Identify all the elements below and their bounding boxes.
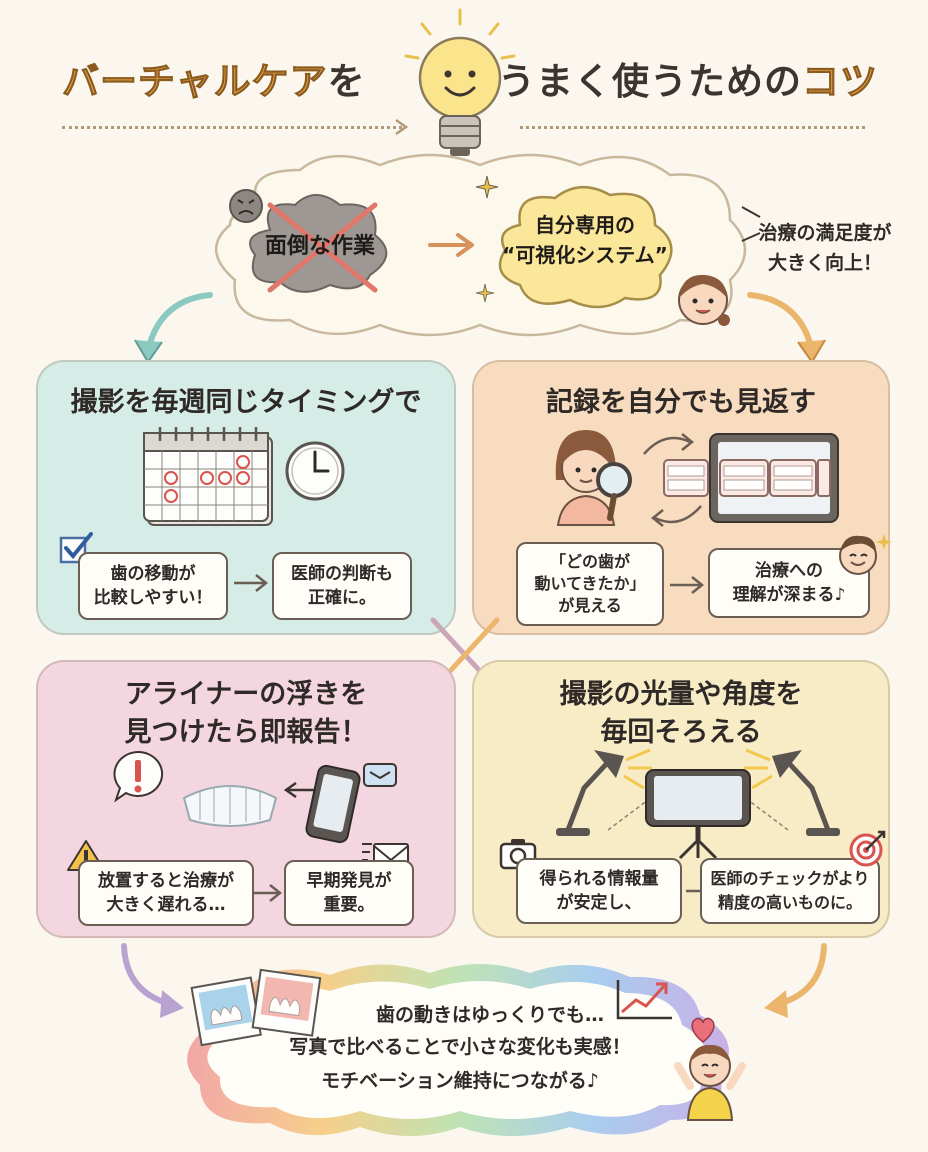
title-left: バーチャルケアを (62, 60, 412, 103)
note-understanding-text: 治療への 理解が深まる♪ (732, 561, 846, 605)
rainbow-cloud-icon (187, 964, 729, 1136)
note-stable-info-text: 得られる情報量 が安定し、 (539, 869, 659, 913)
chart-icon (616, 980, 672, 1020)
calendar-icon (143, 427, 273, 526)
title-right: うまく使うためのコツ (498, 60, 878, 103)
chevron-right-icon (395, 118, 409, 136)
heart-icon (691, 1017, 715, 1043)
title-dotline-right (520, 126, 865, 129)
title-accent-1: バーチャルケア (62, 60, 328, 103)
cheering-child-icon (674, 1044, 746, 1121)
note-compare-easy-text: 歯の移動が 比較しやすい！ (93, 564, 213, 608)
note-early-detection-text: 早期発見が 重要。 (306, 871, 392, 915)
lamp-icon-2 (744, 748, 840, 836)
title-particle: を (327, 60, 366, 103)
visualization-system-label: 自分専用の “可視化システム” (502, 213, 668, 267)
phone-icon (305, 764, 361, 844)
note-compare-easy: 歯の移動が 比較しやすい！ (78, 552, 228, 620)
note-see-which-teeth-text: 「どの歯が 動いてきたか」 が見える (534, 552, 646, 615)
arrow-to-bottom-left-icon (121, 943, 184, 1018)
panel-3-title: アライナーの浮きを 見つけたら即報告！ (124, 679, 368, 748)
phone-tripod-icon (645, 769, 751, 860)
title-accent-2: コツ (802, 60, 878, 103)
photo-setup-illustration (556, 748, 840, 860)
bottom-line-3: モチベーション維持につながる♪ (321, 1070, 599, 1092)
panel-4-title: 撮影の光量や角度を 毎回そろえる (559, 679, 803, 748)
target-icon (849, 830, 886, 867)
arrow-right-icon-2 (234, 574, 269, 592)
lightbulb-icon (404, 8, 516, 156)
panel-2-title: 記録を自分でも見返す (546, 387, 816, 418)
arrow-right-icon-4 (254, 884, 283, 902)
clock-icon (285, 441, 345, 501)
exclamation-icon (113, 750, 164, 803)
photo-icon (190, 968, 322, 1047)
note-doctor-accurate-text: 医師の判断も 正確に。 (291, 564, 393, 608)
arrow-left-icon (283, 781, 314, 799)
arrow-down-left-icon (134, 292, 213, 364)
lamp-icon (556, 748, 652, 836)
sparkle-icon-2 (475, 283, 495, 303)
emphasis-lines-icon (741, 206, 761, 242)
smiling-girl-icon (678, 274, 730, 326)
arrow-right-icon (428, 233, 474, 257)
chat-bubble-icon (363, 763, 397, 787)
arrow-curve-left-icon (650, 505, 702, 527)
tooth-icon (663, 459, 831, 497)
bad-task-label: 面倒な作業 (264, 234, 375, 259)
arrow-to-bottom-right-icon (764, 943, 827, 1018)
arrow-right-icon-3 (670, 576, 705, 594)
title-main: うまく使うための (498, 60, 802, 103)
aligner-teeth-icon (182, 785, 278, 827)
note-doctor-precision: 医師のチェックがより 精度の高いものに。 (700, 858, 880, 924)
note-early-detection: 早期発見が 重要。 (284, 860, 414, 926)
note-delay-warning-text: 放置すると治療が 大きく遅れる… (98, 871, 234, 915)
tablet-icon (663, 433, 839, 523)
gray-cloud-icon (249, 194, 388, 293)
arrow-curve-right-icon (643, 433, 695, 455)
frowning-face-icon (229, 189, 263, 223)
bottom-line-1: 歯の動きはゆっくりでも… (375, 1004, 604, 1026)
arrow-down-right-icon (747, 292, 826, 364)
yellow-cloud-icon (498, 186, 673, 309)
result-label: 治療の満足度が 大きく向上！ (758, 222, 892, 274)
panel-1-title: 撮影を毎週同じタイミングで (70, 387, 422, 418)
title-dotline-left (62, 126, 402, 129)
note-stable-info: 得られる情報量 が安定し、 (516, 858, 682, 924)
note-doctor-precision-text: 医師のチェックがより 精度の高いものに。 (710, 869, 870, 912)
note-doctor-accurate: 医師の判断も 正確に。 (272, 552, 412, 620)
boy-smile-icon (839, 534, 892, 575)
note-delay-warning: 放置すると治療が 大きく遅れる… (78, 860, 254, 926)
girl-magnifier-icon (555, 430, 632, 526)
sparkle-icon (475, 175, 499, 199)
note-understanding: 治療への 理解が深まる♪ (708, 548, 870, 618)
note-see-which-teeth: 「どの歯が 動いてきたか」 が見える (516, 542, 664, 626)
bottom-line-2: 写真で比べることで小さな変化も実感！ (289, 1036, 631, 1058)
